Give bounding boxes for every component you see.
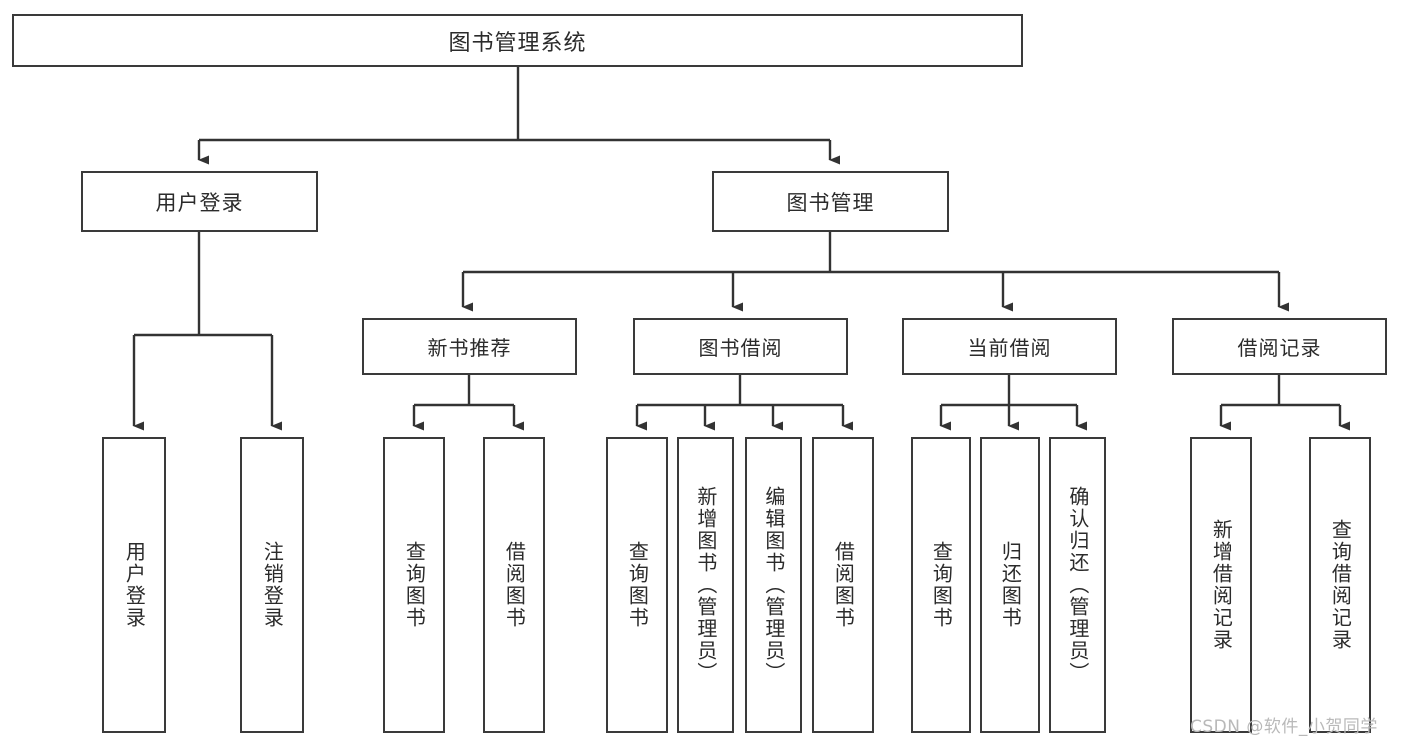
leaf-borrow-borrow-book[interactable]: 借阅图书 bbox=[812, 437, 874, 733]
leaf-borrow-add-book-admin[interactable]: 新增图书（管理员） bbox=[677, 437, 734, 733]
node-label: 查询图书 bbox=[625, 541, 650, 629]
node-label: 借阅图书 bbox=[502, 541, 527, 629]
node-label: 用户登录 bbox=[155, 190, 244, 215]
leaf-borrow-edit-book-admin[interactable]: 编辑图书（管理员） bbox=[745, 437, 802, 733]
node-label: 借阅记录 bbox=[1237, 336, 1322, 360]
node-label: 新增图书（管理员） bbox=[693, 486, 718, 684]
leaf-borrow-query-book[interactable]: 查询图书 bbox=[606, 437, 668, 733]
node-label: 查询图书 bbox=[929, 541, 954, 629]
node-user-login[interactable]: 用户登录 bbox=[81, 171, 318, 232]
node-current-borrow[interactable]: 当前借阅 bbox=[902, 318, 1117, 375]
node-label: 确认归还（管理员） bbox=[1065, 486, 1090, 684]
node-label: 查询图书 bbox=[402, 541, 427, 629]
node-label: 图书借阅 bbox=[698, 336, 783, 360]
leaf-recommend-borrow-book[interactable]: 借阅图书 bbox=[483, 437, 545, 733]
leaf-record-query-record[interactable]: 查询借阅记录 bbox=[1309, 437, 1371, 733]
node-label: 用户登录 bbox=[122, 541, 147, 629]
node-label: 注销登录 bbox=[260, 541, 285, 629]
node-root-system[interactable]: 图书管理系统 bbox=[12, 14, 1023, 67]
node-label: 归还图书 bbox=[998, 541, 1023, 629]
node-book-management[interactable]: 图书管理 bbox=[712, 171, 949, 232]
leaf-record-add-record[interactable]: 新增借阅记录 bbox=[1190, 437, 1252, 733]
leaf-current-confirm-return-admin[interactable]: 确认归还（管理员） bbox=[1049, 437, 1106, 733]
watermark-text: CSDN @软件_小贺同学 bbox=[1190, 717, 1378, 737]
node-label: 查询借阅记录 bbox=[1328, 519, 1353, 651]
node-book-borrow[interactable]: 图书借阅 bbox=[633, 318, 848, 375]
node-label: 当前借阅 bbox=[967, 336, 1052, 360]
leaf-recommend-query-book[interactable]: 查询图书 bbox=[383, 437, 445, 733]
node-borrow-record[interactable]: 借阅记录 bbox=[1172, 318, 1387, 375]
leaf-user-login-logout[interactable]: 注销登录 bbox=[240, 437, 304, 733]
node-label: 图书管理 bbox=[786, 190, 875, 215]
node-label: 图书管理系统 bbox=[448, 30, 587, 56]
node-label: 新增借阅记录 bbox=[1209, 519, 1234, 651]
node-label: 借阅图书 bbox=[831, 541, 856, 629]
node-label: 新书推荐 bbox=[427, 336, 512, 360]
leaf-user-login-login[interactable]: 用户登录 bbox=[102, 437, 166, 733]
leaf-current-query-book[interactable]: 查询图书 bbox=[911, 437, 971, 733]
node-new-book-recommend[interactable]: 新书推荐 bbox=[362, 318, 577, 375]
leaf-current-return-book[interactable]: 归还图书 bbox=[980, 437, 1040, 733]
node-label: 编辑图书（管理员） bbox=[761, 486, 786, 684]
